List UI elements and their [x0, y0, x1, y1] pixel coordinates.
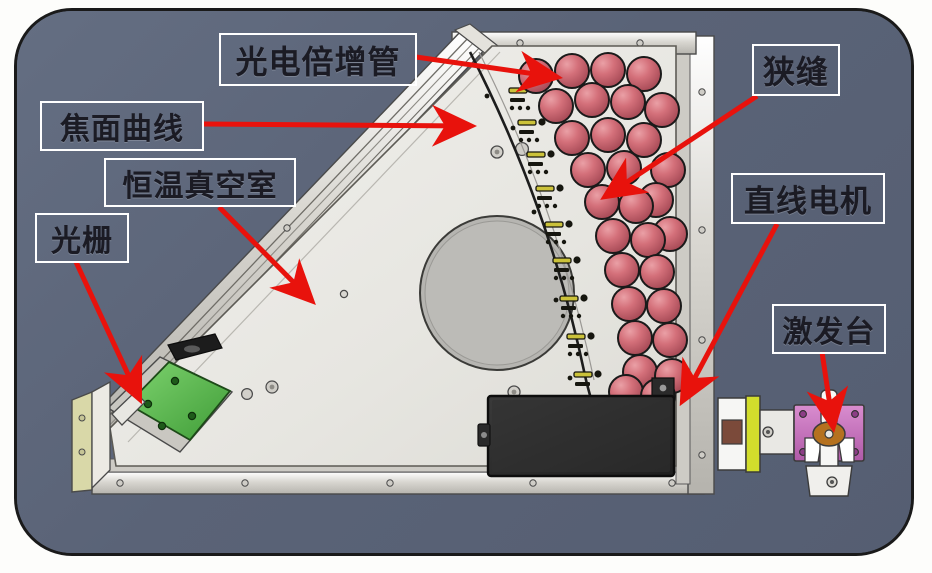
- instrument-body: [71, 23, 865, 497]
- frame-right-rail: [675, 35, 715, 495]
- label-excitation-stage[interactable]: 激发台: [772, 304, 886, 354]
- arrow-excitation-stage: [806, 351, 849, 433]
- arrow-linear-motor: [679, 222, 780, 407]
- linear-motor-unit: [477, 394, 676, 478]
- callout-arrows: [73, 50, 849, 433]
- excitation-stage-assembly: [717, 389, 865, 497]
- label-linear-motor[interactable]: 直线电机: [731, 173, 885, 224]
- label-slit[interactable]: 狭缝: [752, 44, 840, 96]
- side-panel: [71, 380, 111, 493]
- arrow-slit: [600, 93, 759, 200]
- circular-mirror: [419, 215, 575, 371]
- label-grating[interactable]: 光栅: [35, 213, 129, 263]
- arrow-vacuum-chamber: [217, 205, 316, 305]
- label-focal-curve[interactable]: 焦面曲线: [40, 101, 204, 151]
- label-pmt[interactable]: 光电倍增管: [219, 33, 417, 86]
- arrow-grating: [73, 260, 143, 405]
- pmt-end-screw: [659, 384, 667, 392]
- arrow-focal-curve: [202, 104, 477, 147]
- label-vacuum-chamber[interactable]: 恒温真空室: [104, 158, 296, 207]
- arrow-pmt: [415, 50, 563, 93]
